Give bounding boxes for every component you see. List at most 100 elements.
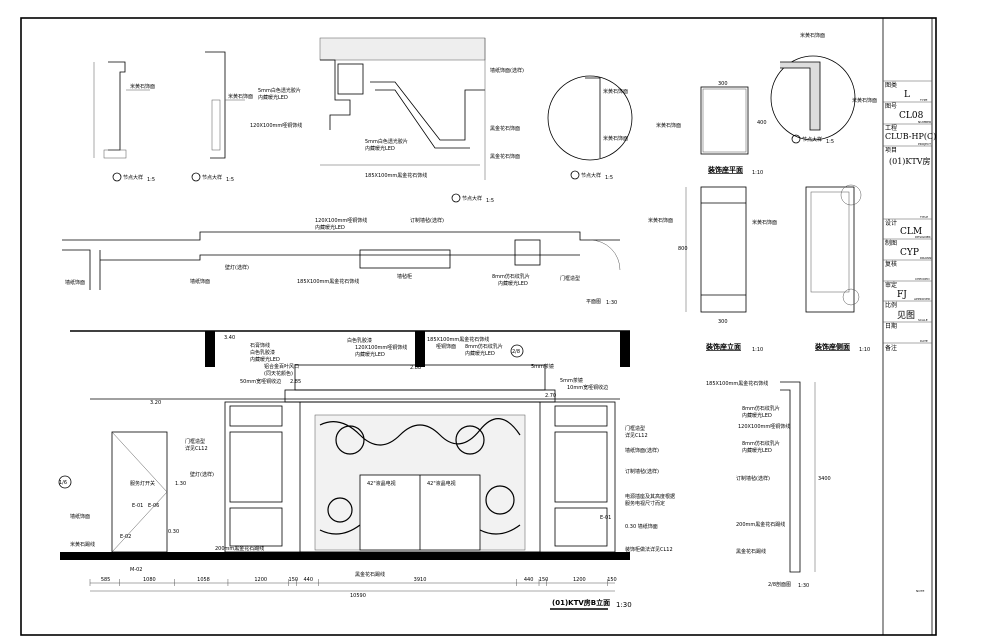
svg-text:PROJECT: PROJECT	[918, 142, 931, 146]
svg-text:墙纸饰面: 墙纸饰面	[65, 279, 85, 286]
pedestal-side: 米黄石饰面 装饰座侧面 1:10	[752, 184, 870, 353]
svg-text:1:10: 1:10	[859, 347, 870, 353]
svg-text:E-01: E-01	[600, 515, 611, 521]
svg-text:8mm仿石纹乳片: 8mm仿石纹乳片	[742, 405, 780, 412]
svg-text:185X100mm黑金花石饰线: 185X100mm黑金花石饰线	[427, 336, 489, 343]
svg-text:42"液晶电视: 42"液晶电视	[427, 480, 456, 487]
svg-text:内藏暖光LED: 内藏暖光LED	[258, 94, 288, 101]
type-value: L	[904, 90, 910, 100]
svg-text:TITLE: TITLE	[919, 215, 928, 219]
svg-text:墙纸饰面(选样): 墙纸饰面(选样)	[625, 447, 659, 454]
svg-text:内藏暖光LED: 内藏暖光LED	[250, 356, 280, 363]
level-mark: 3.40	[224, 335, 235, 341]
svg-text:节点大样: 节点大样	[123, 174, 143, 181]
svg-text:黑金花石踢线: 黑金花石踢线	[355, 571, 385, 578]
svg-text:5mm茶镜: 5mm茶镜	[560, 377, 583, 384]
svg-text:APPROVED: APPROVED	[914, 297, 931, 301]
svg-text:详见CL12: 详见CL12	[185, 445, 208, 452]
svg-text:DATE: DATE	[920, 339, 928, 343]
svg-text:E-01: E-01	[132, 503, 143, 509]
floor-plan: 120X100mm哑铜饰线 内藏暖光LED 订制墙毡(选样) 墙纸饰面 墙纸饰面…	[62, 217, 621, 306]
svg-text:400: 400	[757, 120, 767, 126]
svg-text:0.30 墙纸饰面: 0.30 墙纸饰面	[625, 523, 658, 530]
svg-text:5mm茶镜: 5mm茶镜	[531, 363, 554, 370]
svg-text:装饰座侧面: 装饰座侧面	[814, 342, 850, 351]
svg-text:42"液晶电视: 42"液晶电视	[367, 480, 396, 487]
svg-text:壁灯(选样): 壁灯(选样)	[190, 471, 214, 478]
svg-text:米黄石踢线: 米黄石踢线	[70, 541, 95, 548]
floral-screen-pattern	[319, 418, 521, 535]
svg-text:1:5: 1:5	[147, 177, 155, 183]
svg-text:石膏饰线: 石膏饰线	[250, 342, 270, 349]
svg-text:0.30: 0.30	[168, 529, 179, 535]
detail-1: 米黄石饰面 节点大样 1:5	[93, 61, 155, 183]
svg-text:装饰柜做法详见CL12: 装饰柜做法详见CL12	[625, 546, 673, 553]
svg-text:服务电视尺寸而定: 服务电视尺寸而定	[625, 500, 665, 507]
dimension-label: 1200	[254, 577, 267, 583]
svg-text:1/6: 1/6	[59, 480, 67, 486]
svg-text:120X100mm哑铜饰线: 120X100mm哑铜饰线	[738, 423, 790, 430]
svg-text:黑金花石踢线: 黑金花石踢线	[736, 548, 766, 555]
svg-text:米黄石饰面: 米黄石饰面	[130, 83, 155, 90]
svg-text:2/8: 2/8	[512, 349, 520, 355]
svg-text:1:30: 1:30	[798, 583, 809, 589]
svg-text:米黄石饰面: 米黄石饰面	[648, 217, 673, 224]
svg-text:墙毡柜: 墙毡柜	[397, 273, 412, 280]
pedestal-elevation: 米黄石饰面 800 300 装饰座立面 1:10	[648, 186, 763, 353]
svg-text:门框造型: 门框造型	[185, 438, 205, 445]
svg-text:120X100mm哑铜饰线: 120X100mm哑铜饰线	[315, 217, 367, 224]
svg-text:10mm宽哑铜收边: 10mm宽哑铜收边	[567, 384, 608, 391]
svg-text:节点大样: 节点大样	[802, 136, 822, 143]
svg-text:(同天花颜色): (同天花颜色)	[264, 370, 293, 377]
svg-text:制图: 制图	[885, 239, 897, 247]
svg-text:复核: 复核	[885, 260, 897, 268]
svg-text:内藏暖光LED: 内藏暖光LED	[498, 280, 528, 287]
svg-text:壁灯(选样): 壁灯(选样)	[225, 264, 249, 271]
svg-text:内藏暖光LED: 内藏暖光LED	[365, 145, 395, 152]
dimension-label: 150	[539, 577, 549, 583]
svg-text:5mm白色透光胶片: 5mm白色透光胶片	[258, 87, 301, 94]
svg-text:门框造型: 门框造型	[560, 275, 580, 282]
svg-text:米黄石饰面: 米黄石饰面	[800, 32, 825, 39]
svg-text:DESIGNER: DESIGNER	[915, 235, 931, 239]
type-label: 图类	[885, 81, 897, 89]
svg-text:1:5: 1:5	[605, 175, 613, 181]
svg-text:米黄石饰面: 米黄石饰面	[852, 97, 877, 104]
dimension-label: 440	[303, 577, 313, 583]
svg-text:米黄石饰面: 米黄石饰面	[656, 122, 681, 129]
dimension-label: 3910	[414, 577, 427, 583]
svg-text:黑金花石饰面: 黑金花石饰面	[490, 125, 520, 132]
main-elevation: 石膏饰线 白色乳胶漆 内藏暖光LED 铝合金百叶风口 (同天花颜色) 白色乳胶漆…	[58, 330, 675, 610]
svg-text:白色乳胶漆: 白色乳胶漆	[347, 337, 372, 344]
svg-text:米黄石饰面: 米黄石饰面	[603, 88, 628, 95]
svg-text:200mm黑金花石踢线: 200mm黑金花石踢线	[215, 545, 264, 552]
svg-text:1:5: 1:5	[226, 177, 234, 183]
svg-text:项目: 项目	[885, 147, 897, 154]
svg-text:SCALE: SCALE	[918, 318, 928, 322]
svg-text:1:5: 1:5	[826, 139, 834, 145]
designer: CLM	[900, 227, 922, 237]
svg-text:内藏暖光LED: 内藏暖光LED	[742, 447, 772, 454]
detail-5: 米黄石饰面 米黄石饰面 节点大样 1:5	[770, 32, 877, 145]
svg-text:50mm宽哑铜收边: 50mm宽哑铜收边	[240, 378, 281, 385]
svg-text:工程: 工程	[885, 124, 897, 132]
svg-text:185X100mm黑金花石饰线: 185X100mm黑金花石饰线	[706, 380, 768, 387]
svg-text:NUMBER: NUMBER	[918, 120, 931, 124]
svg-text:120X100mm哑铜饰线: 120X100mm哑铜饰线	[355, 344, 407, 351]
svg-text:米黄石饰面: 米黄石饰面	[752, 219, 777, 226]
level-mark: 3.20	[150, 400, 161, 406]
svg-text:墙纸饰面(选样): 墙纸饰面(选样)	[490, 67, 524, 74]
svg-text:M-02: M-02	[130, 567, 142, 573]
svg-text:E-02: E-02	[120, 534, 131, 540]
dimension-label: 150	[289, 577, 299, 583]
level-mark: 2.88	[410, 365, 421, 371]
svg-text:装饰座立面: 装饰座立面	[705, 342, 741, 351]
svg-text:详见CL12: 详见CL12	[625, 432, 648, 439]
svg-text:墙纸饰面: 墙纸饰面	[190, 278, 210, 285]
pedestal-plan: 300 400 米黄石饰面 装饰座平面 1:10	[656, 81, 767, 176]
svg-text:1:10: 1:10	[752, 170, 763, 176]
scale-value: 见图	[897, 310, 915, 321]
section-2-8: 185X100mm黑金花石饰线 8mm仿石纹乳片 内藏暖光LED 120X100…	[706, 380, 831, 589]
svg-text:门框造型: 门框造型	[625, 425, 645, 432]
svg-text:节点大样: 节点大样	[202, 174, 222, 181]
